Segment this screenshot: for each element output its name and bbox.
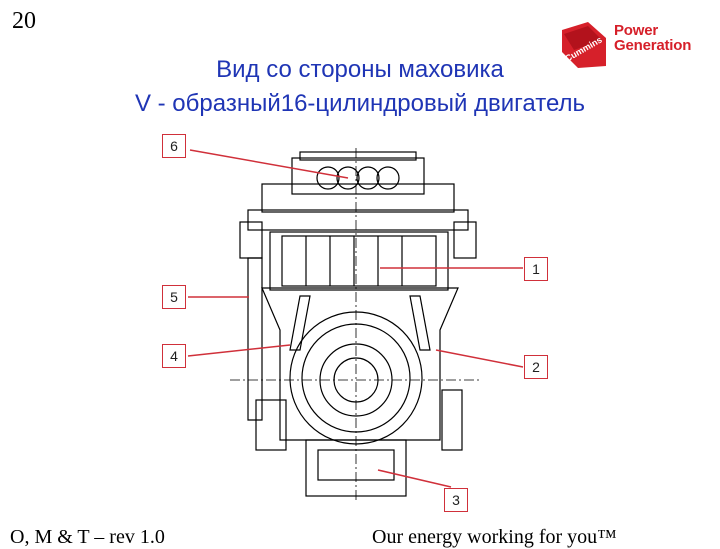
footer-revision: O, M & T – rev 1.0	[10, 526, 165, 548]
callout-1: 1	[524, 257, 548, 281]
cummins-emblem-icon: Cummins	[562, 22, 606, 68]
callout-4: 4	[162, 344, 186, 368]
slide-title: Вид со стороны маховика	[216, 56, 504, 83]
logo-power-text: Power	[614, 22, 659, 39]
callout-5: 5	[162, 285, 186, 309]
cummins-power-generation-logo: Cummins Power Generation	[558, 20, 708, 70]
callout-6: 6	[162, 134, 186, 158]
slide-subtitle: V - образный16-цилиндровый двигатель	[134, 90, 586, 117]
callout-3: 3	[444, 488, 468, 512]
callout-2: 2	[524, 355, 548, 379]
logo-generation-text: Generation	[614, 37, 692, 54]
footer-tagline: Our energy working for you™	[372, 526, 617, 548]
slide-number: 20	[12, 8, 36, 34]
